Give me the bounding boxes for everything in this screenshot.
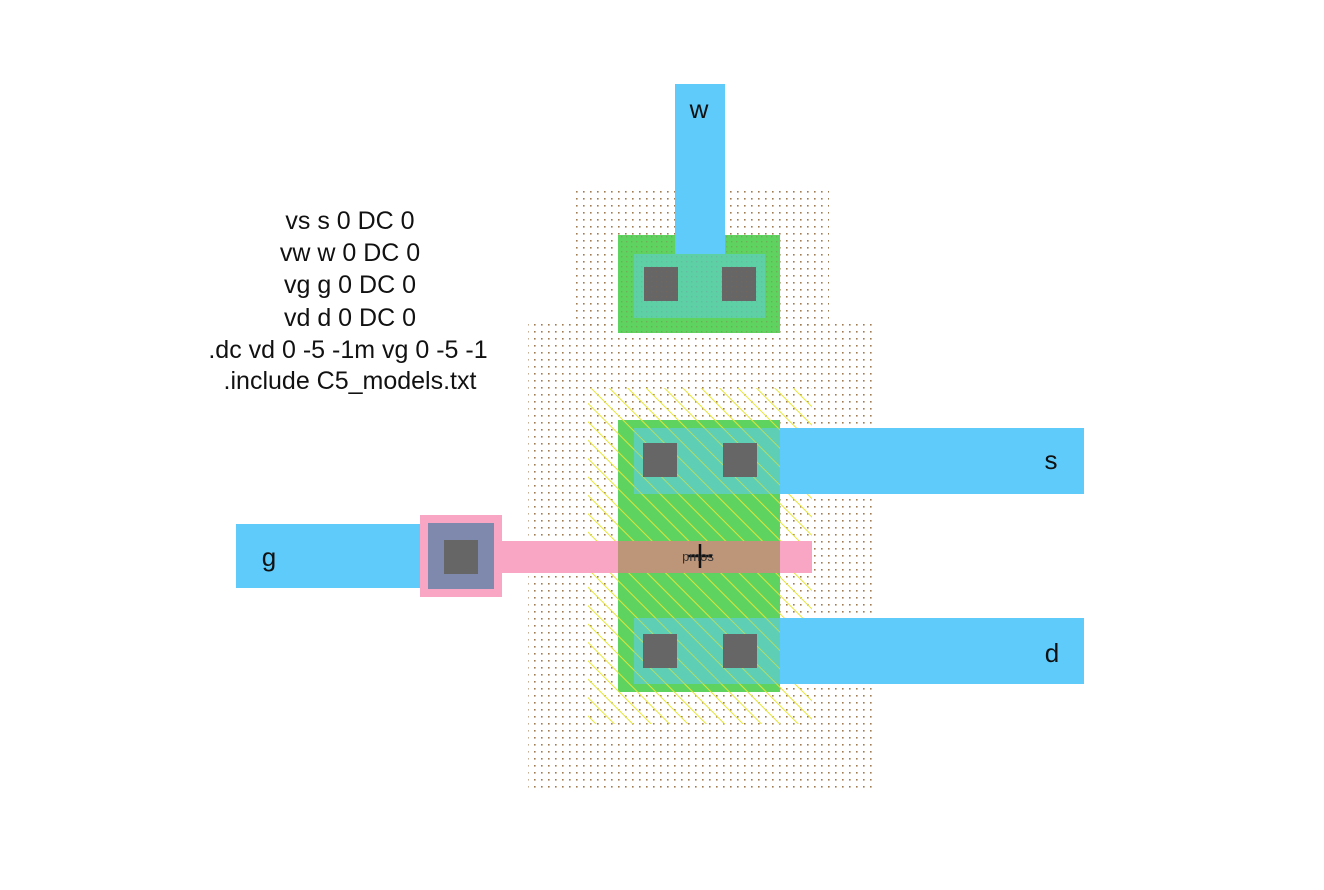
- contact: [643, 634, 677, 668]
- net-label-s: s: [1045, 445, 1058, 475]
- contact: [723, 443, 757, 477]
- contact: [643, 443, 677, 477]
- spice-line: vg g 0 DC 0: [284, 271, 416, 299]
- spice-line: vd d 0 DC 0: [284, 304, 416, 332]
- contact: [444, 540, 478, 574]
- metal-w: [675, 84, 725, 254]
- spice-directives: vs s 0 DC 0 vw w 0 DC 0 vg g 0 DC 0 vd d…: [208, 207, 487, 395]
- origin-crosshair-icon: [688, 544, 712, 568]
- device-label: pmos: [682, 549, 714, 564]
- spice-line: .include C5_models.txt: [224, 367, 477, 395]
- spice-line: vw w 0 DC 0: [280, 239, 420, 267]
- net-label-g: g: [262, 542, 276, 572]
- contact: [723, 634, 757, 668]
- spice-line: .dc vd 0 -5 -1m vg 0 -5 -1: [208, 336, 487, 364]
- net-label-w: w: [689, 94, 709, 124]
- spice-line: vs s 0 DC 0: [285, 207, 414, 235]
- net-label-d: d: [1045, 638, 1059, 668]
